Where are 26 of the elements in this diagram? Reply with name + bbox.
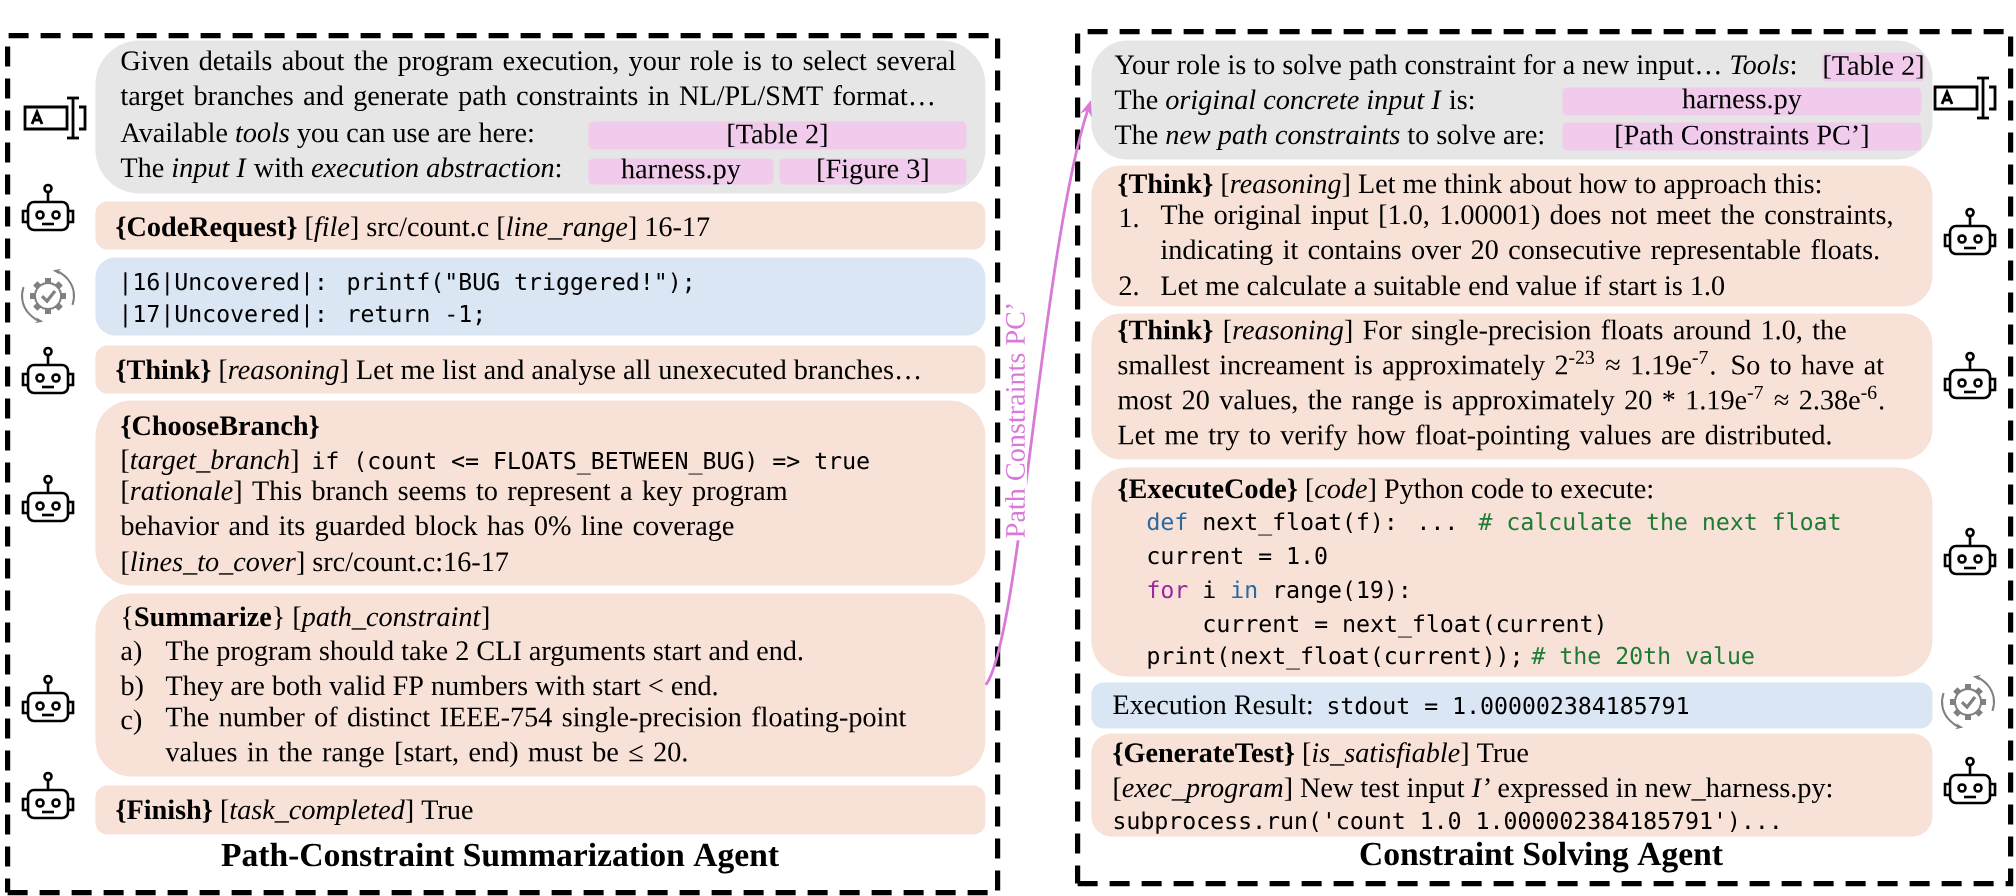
reference-tag: [Path Constraints PC’] — [1562, 122, 1922, 151]
node-label: Your role is to solve path constraint for a new input… Tools: — [1114, 54, 1796, 80]
action-box: {ChooseBranch} [target_branch] if (count <= FLOATS_BETWEEN_BUG) => true [rationale] This branch seems to represent a key program behavior and its guarded block has 0% line coverage [lines_to_cover] src/count.c:16-17 — [95, 400, 986, 586]
node-label: The new path constraints to solve are: — [1114, 124, 1543, 150]
node-label: Available tools you can use are here: — [120, 122, 533, 149]
node-label: The input I with execution abstraction: — [120, 157, 561, 183]
node-label: Given details about the program execution, your role is to select several target branches and generate path constraints in NL/PL/SMT format… — [120, 50, 956, 112]
reference-tag: harness.py — [1562, 87, 1922, 116]
action-box: {GenerateTest} [is_satisfiable] True [exec_program] New test input I’ expressed in new_harness.py: subprocess.run('count 1.0 1.000002384185791')... — [1091, 733, 1933, 837]
tool-output-box: |16|Uncovered|: printf("BUG triggered!"); |17|Uncovered|: return -1; — [95, 257, 986, 336]
panel-title: Constraint Solving Agent — [1360, 841, 1723, 873]
reference-tag: [Figure 3] — [779, 158, 967, 185]
node-label: The original concrete input I is: — [1114, 89, 1474, 115]
action-box: {Summarize} [path_constraint] a) The program should take 2 CLI arguments start and end. b) They are both valid FP numbers with start < end. c) The number of distinct IEEE-754 single-precision floating-point values in the range [start, end) must be ≤ 20. — [95, 593, 986, 777]
action-box: {Finish} [task_completed] True — [95, 785, 986, 835]
action-box: {CodeRequest} [file] src/count.c [line_range] 16-17 — [95, 201, 986, 250]
reference-tag: [Table 2] — [588, 121, 967, 150]
reference-tag: harness.py — [588, 158, 774, 185]
action-box: {Think} [reasoning] For single-precision floats around 1.0, the smallest increament is approximately 2$^{-23}$ ≈ 1.19e$^{-7}$. So to have at most 20 values, the range is approximately 20 * 1.19e$^{-7}$ ≈ 2.38e$^{-6}$. Let me try to verify how float-pointing values are distributed. — [1091, 313, 1933, 460]
action-box: {ExecuteCode} [code] Python code to execute: def next_float(f): ... # calculate the next float current = 1.0 for i in range(19): current = next_float(current) print(next_float(current)); # the 20th value — [1091, 467, 1933, 677]
panel-title: Path-Constraint Summarization Agent — [221, 842, 779, 874]
tool-output-box: Execution Result: stdout = 1.000002384185791 — [1091, 682, 1933, 729]
action-box: {Think} [reasoning] Let me think about how to approach this: 1. The original input [1.0, 1.00001) does not meet the constraints, indicating it contains over 20 consecutive representable floats. 2. Let me calculate a suitable end value if start is 1.0 — [1091, 165, 1933, 307]
edge-label: Path Constraints PC’ — [1003, 299, 1027, 541]
action-box: {Think} [reasoning] Let me list and analyse all unexecuted branches… — [95, 345, 986, 394]
reference-tag: [Table 2] — [1822, 52, 1925, 82]
